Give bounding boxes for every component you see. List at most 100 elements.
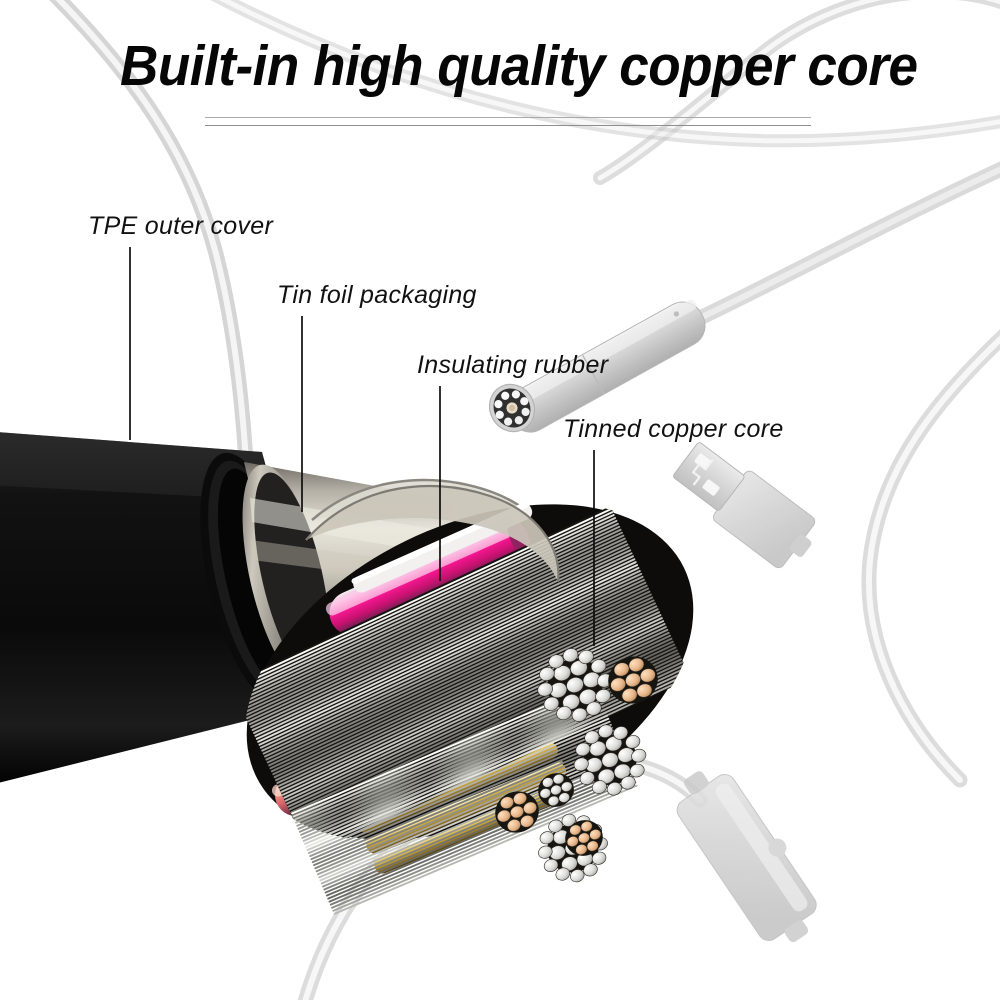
wire-strand-end <box>537 682 553 697</box>
strand-wire <box>310 729 615 861</box>
wire-strand-end <box>571 707 588 722</box>
wire-strand-end <box>569 869 585 883</box>
wire-strand-end <box>547 795 560 807</box>
wire-strand-end <box>621 688 638 703</box>
strand-wire <box>309 726 614 858</box>
wire-strand-end <box>605 736 623 752</box>
wire-strand-end <box>555 867 570 881</box>
callout-label-insulating-rubber: Insulating rubber <box>417 351 609 379</box>
strand-wire <box>331 778 636 909</box>
strand-wire <box>295 693 599 824</box>
wire-strand-end <box>548 819 563 833</box>
wire-strand-end <box>561 856 578 872</box>
wire-strand-end <box>543 858 559 872</box>
wire-strand-end <box>631 748 647 763</box>
wire-strand-end <box>580 821 593 832</box>
wire-strand-end <box>598 724 614 738</box>
strand-wire <box>300 705 605 836</box>
wire-strand-end <box>548 654 564 669</box>
wire-bundle-end-face <box>538 773 574 807</box>
strand-wire <box>277 608 659 787</box>
strand-wire <box>236 519 618 699</box>
strand-wire <box>269 590 651 770</box>
strand-wire <box>265 581 647 761</box>
wire-strand-end <box>496 809 511 823</box>
wire-bundle-end-face <box>495 791 539 833</box>
strand-wire <box>291 684 596 815</box>
strand-wire <box>304 714 608 845</box>
wire-strand-end <box>620 775 636 790</box>
wire-strand-end <box>579 771 595 785</box>
wire-strand-end <box>606 782 622 796</box>
wire-strand-end <box>586 701 602 716</box>
strand-wire <box>307 723 612 854</box>
strand-wire <box>254 558 636 737</box>
strand-wire <box>301 708 606 839</box>
strand-wire <box>293 690 598 821</box>
page-title: Built-in high quality copper core <box>120 34 918 98</box>
strand-wire <box>259 570 641 749</box>
strand-wire <box>275 602 656 782</box>
strand-wire <box>315 742 620 873</box>
strand-wire <box>333 784 638 915</box>
strand-wire <box>239 525 621 705</box>
strand-wire <box>313 736 617 867</box>
strand-wire <box>298 702 603 833</box>
wire-strand-end <box>513 792 527 805</box>
wire-strand-end <box>507 819 521 832</box>
wire-strand-end <box>629 763 645 778</box>
wire-strand-end <box>597 768 615 784</box>
strand-wire <box>329 775 634 906</box>
wire-strand-end <box>566 836 579 847</box>
wire-strand-end <box>625 735 641 749</box>
strand-wire <box>247 543 629 723</box>
wire-strand-end <box>570 660 588 676</box>
strand-wire <box>240 528 622 708</box>
strand-wire <box>311 732 616 864</box>
wire-strand-end <box>591 851 607 865</box>
wire-bundle-end-face <box>608 656 658 704</box>
wire-strand-end <box>590 659 607 674</box>
wire-strand-end <box>556 706 572 721</box>
strand-wire <box>306 720 611 851</box>
wire-strand-end <box>552 773 565 785</box>
strand-wire <box>258 567 640 746</box>
wire-bundle-end-face <box>537 648 613 722</box>
strand-wire <box>257 564 639 743</box>
cable-curve-title-sweep <box>210 0 1000 148</box>
camera-probe-tip <box>488 161 1000 433</box>
wire-bundle-end-face <box>565 820 603 856</box>
wire-bundle-end-face <box>573 724 647 796</box>
strand-wire <box>297 699 602 830</box>
wire-strand-end <box>560 781 573 792</box>
strand-wire <box>305 717 610 848</box>
strand-wire <box>243 534 625 714</box>
title-rule-top <box>205 117 811 118</box>
wire-strand-end <box>628 657 645 672</box>
wire-strand-end <box>584 730 600 745</box>
wire-strand-end <box>539 831 555 845</box>
strand-wire <box>273 599 655 779</box>
strand-wire <box>268 587 650 767</box>
usb-a-connector <box>673 442 816 569</box>
strand-wire <box>246 540 628 720</box>
wire-strand-end <box>575 742 591 757</box>
callout-label-tin-foil-packaging: Tin foil packaging <box>277 281 477 309</box>
wire-strand-end <box>583 863 598 877</box>
wire-strand-end <box>538 845 553 859</box>
strand-wire <box>314 739 619 870</box>
strand-bundle-end-faces <box>495 648 658 883</box>
strand-wire <box>261 572 643 752</box>
strand-wire <box>251 552 633 731</box>
strand-wire <box>262 575 644 755</box>
wire-strand-end <box>595 689 611 703</box>
strand-wire <box>264 578 645 758</box>
strand-wire <box>235 517 617 696</box>
strand-wire <box>296 696 601 827</box>
cable-curve-right <box>861 329 1000 788</box>
inline-control-box <box>676 771 817 943</box>
